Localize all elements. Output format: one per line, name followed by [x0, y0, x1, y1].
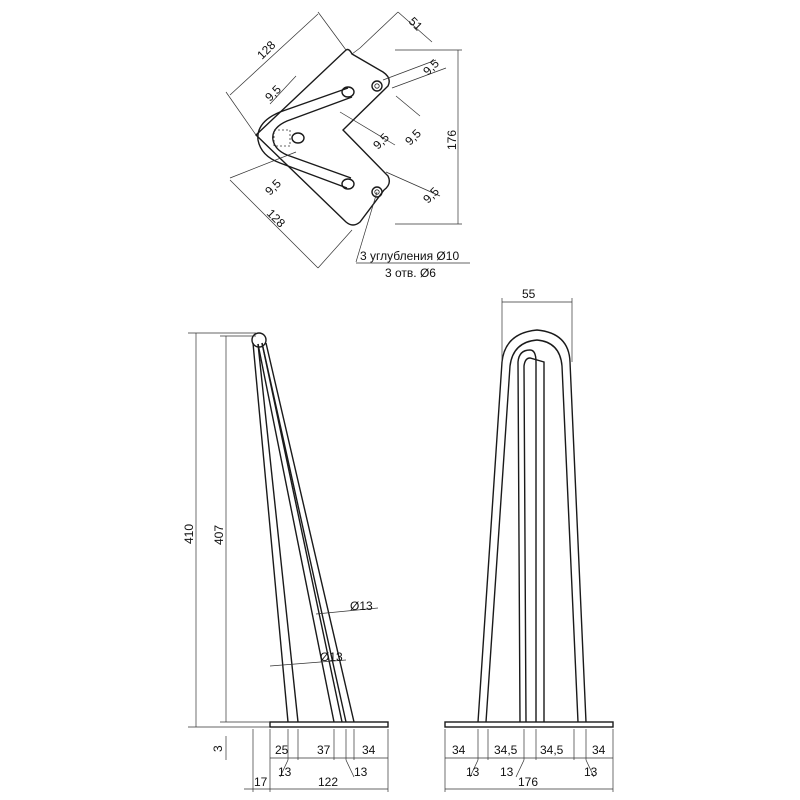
side-base-plate — [269, 721, 389, 728]
dim-9-5-top-right: 9,5 — [420, 56, 442, 78]
dim-25: 25 — [275, 743, 289, 757]
dim-51: 51 — [406, 14, 426, 34]
dim-9-5-lower-left: 9,5 — [262, 176, 284, 198]
dim-34-5-front-b: 34,5 — [540, 743, 564, 757]
dim-128-bottom: 128 — [264, 206, 288, 230]
dim-9-5-middle: 9,5 — [370, 130, 392, 152]
front-rod-outer-inner — [485, 339, 579, 723]
dim-9-5-lower-right: 9,5 — [420, 184, 442, 206]
front-view: 55 34 34,5 34,5 34 13 13 13 176 — [444, 287, 614, 792]
dim-34-front-right: 34 — [592, 743, 606, 757]
dim-122: 122 — [318, 775, 338, 789]
callout-holes: 3 отв. Ø6 — [385, 266, 436, 280]
screw-hole-top-inner — [374, 83, 380, 89]
dim-3: 3 — [211, 745, 225, 752]
dim-34-5-front-a: 34,5 — [494, 743, 518, 757]
dim-9-5-rod-top: 9,5 — [262, 82, 284, 104]
rod-top-bend — [251, 332, 267, 348]
dim-410: 410 — [182, 524, 196, 544]
dim-9-5-middle-right: 9,5 — [402, 126, 424, 148]
dim-176-top-view: 176 — [445, 130, 459, 150]
dim-13-side-a: 13 — [278, 765, 292, 779]
dim-55: 55 — [522, 287, 536, 301]
rod-end-bottom — [341, 178, 355, 190]
top-view: 128 51 9,5 9,5 9,5 9,5 9,5 9,5 176 — [225, 11, 470, 280]
dim-13-front-a: 13 — [466, 765, 480, 779]
dim-13-front-b: 13 — [500, 765, 514, 779]
rod-bend-hatch — [273, 129, 291, 147]
callout-recesses: 3 углубления Ø10 — [360, 249, 459, 263]
front-rod-inner — [517, 349, 537, 723]
dim-diameter-13-lower: Ø13 — [320, 650, 343, 664]
side-view: 410 407 3 Ø13 Ø13 25 37 34 13 13 17 122 — [182, 332, 389, 792]
dim-34-side: 34 — [362, 743, 376, 757]
dim-13-side-b: 13 — [354, 765, 368, 779]
rod-leg-2-left — [257, 343, 335, 723]
rod-leg-3-right — [265, 342, 355, 723]
screw-hole-bottom-inner — [374, 189, 380, 195]
dim-17: 17 — [254, 775, 268, 789]
rod-leg-1-left — [252, 342, 289, 723]
dim-37: 37 — [317, 743, 331, 757]
front-rod-outer — [477, 329, 587, 723]
dim-diameter-13-upper: Ø13 — [350, 599, 373, 613]
dim-13-front-c: 13 — [584, 765, 598, 779]
dim-128-top: 128 — [254, 38, 278, 62]
dim-407: 407 — [212, 525, 226, 545]
front-base-plate — [444, 721, 614, 728]
rod-loop-outer — [257, 87, 349, 189]
rod-leg-3-left — [261, 342, 343, 723]
rod-loop-inner — [272, 96, 353, 179]
screw-hole-bottom — [371, 186, 383, 198]
rod-leg-1-right — [257, 343, 299, 723]
dim-34-front-left: 34 — [452, 743, 466, 757]
rod-end-center — [291, 132, 305, 144]
screw-hole-top — [371, 80, 383, 92]
front-rod-inner-2 — [523, 357, 545, 723]
dim-176-front: 176 — [518, 775, 538, 789]
rod-end-top — [341, 86, 355, 98]
mounting-plate-outline — [254, 48, 391, 226]
